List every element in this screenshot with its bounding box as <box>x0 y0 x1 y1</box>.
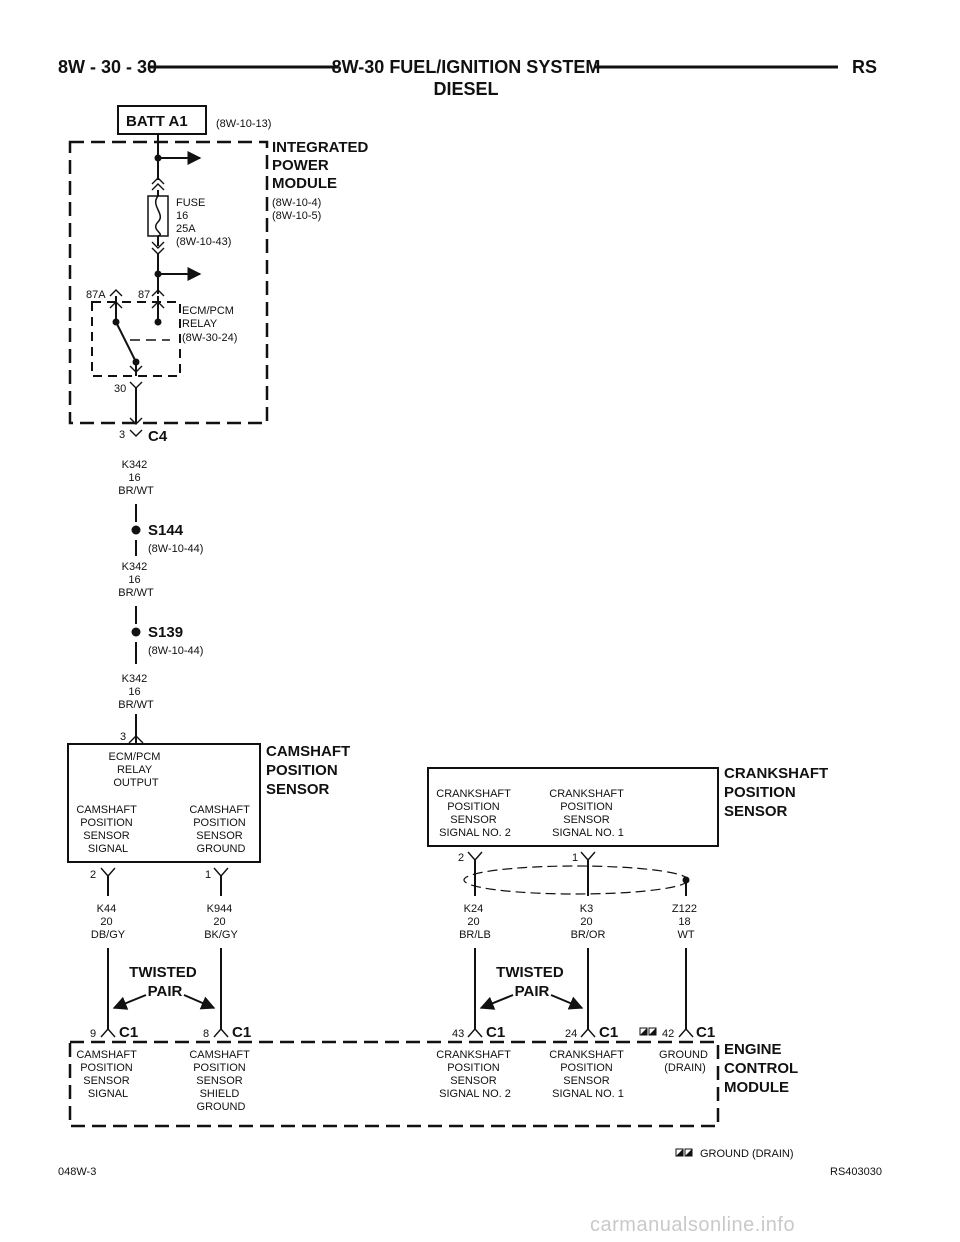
relay-outline <box>91 301 181 377</box>
twisted-pair-arrow-crank-left <box>479 994 514 1010</box>
ipm-outline <box>68 140 269 425</box>
twisted-pair-arrow-cam-right <box>183 994 216 1010</box>
cam-ground-label: CAMSHAFT POSITION SENSOR GROUND <box>189 804 252 855</box>
ipm-refs: (8W-10-4) (8W-10-5) <box>272 197 324 222</box>
c4-connector-pin <box>129 429 143 437</box>
ecm-pin-8 <box>213 1027 229 1038</box>
wire-k44-label: K44 20 DB/GY <box>91 903 126 941</box>
camshaft-sensor-box <box>67 743 261 863</box>
ground-drain-icon <box>639 1027 657 1036</box>
ecm-outline <box>68 1040 720 1128</box>
ecm-c1-label-3: C1 <box>486 1024 505 1041</box>
twisted-pair-arrow-crank-right <box>550 994 584 1010</box>
ecm-c1-label-4: C1 <box>599 1024 618 1041</box>
cam-top-pin-number: 3 <box>120 731 126 743</box>
crankshaft-sensor-name: CRANKSHAFT POSITION SENSOR <box>724 765 832 820</box>
fuse-in-pin <box>151 177 165 191</box>
legend-ground-drain-icon <box>675 1148 693 1157</box>
crank-sig2-label: CRANKSHAFT POSITION SENSOR SIGNAL NO. 2 <box>436 788 513 839</box>
crank-pin-2 <box>467 851 483 862</box>
cam-signal-label: CAMSHAFT POSITION SENSOR SIGNAL <box>76 804 139 855</box>
relay-pin-87a: 87A <box>86 289 106 301</box>
ipm-name: INTEGRATED POWER MODULE <box>272 139 373 192</box>
ecm-label-ground-drain: GROUND (DRAIN) <box>659 1049 711 1074</box>
page-title: 8W-30 FUEL/IGNITION SYSTEM <box>332 57 601 77</box>
relay-label: ECM/PCM RELAY (8W-30-24) <box>182 305 237 344</box>
batt-ref: (8W-10-13) <box>216 118 271 130</box>
watermark: carmanualsonline.info <box>590 1214 796 1236</box>
crankshaft-sensor-box <box>427 767 719 847</box>
cam-pin-1 <box>213 867 229 878</box>
ecm-name: ENGINE CONTROL MODULE <box>724 1041 802 1096</box>
batt-a1-box <box>117 105 207 135</box>
cam-relay-output-label: ECM/PCM RELAY OUTPUT <box>108 751 163 789</box>
splice-s139-ref: (8W-10-44) <box>148 645 203 657</box>
twisted-pair-arrow-cam-left <box>112 994 147 1010</box>
splice-s144-label: S144 <box>148 522 184 539</box>
wire-k342-label-1: K342 16 BR/WT <box>118 459 154 497</box>
footer-code-right: RS403030 <box>830 1166 882 1178</box>
cam-pin-2-number: 2 <box>90 869 96 881</box>
fuse-label: FUSE 16 25A (8W-10-43) <box>176 197 231 248</box>
wire-k944-label: K944 20 BK/GY <box>204 903 238 941</box>
ecm-label-cam-signal: CAMSHAFT POSITION SENSOR SIGNAL <box>76 1049 139 1100</box>
batt-a1-label: BATT A1 <box>126 113 188 130</box>
splice-s139-label: S139 <box>148 624 183 641</box>
page-number: 8W - 30 - 30 <box>58 57 157 77</box>
crank-pin-1-number: 1 <box>572 852 578 864</box>
splice-s144 <box>131 525 141 535</box>
camshaft-sensor-name: CAMSHAFT POSITION SENSOR <box>266 743 354 798</box>
cam-top-pin <box>128 735 144 744</box>
twisted-pair-label-crank: TWISTED PAIR <box>496 964 568 1000</box>
wire-z122-label: Z122 18 WT <box>672 903 700 941</box>
ecm-c1-label-1: C1 <box>119 1024 138 1041</box>
ecm-pin-43 <box>467 1027 483 1038</box>
splice-s144-ref: (8W-10-44) <box>148 543 203 555</box>
splice-s139 <box>131 627 141 637</box>
page-subtitle: DIESEL <box>433 79 498 99</box>
fuse-body <box>147 195 169 237</box>
relay-pin-87: 87 <box>138 289 150 301</box>
ecm-label-crank-sig2: CRANKSHAFT POSITION SENSOR SIGNAL NO. 2 <box>436 1049 513 1100</box>
ecm-pin-43-number: 43 <box>452 1028 464 1040</box>
ecm-pin-9-number: 9 <box>90 1028 96 1040</box>
model-code: RS <box>852 57 877 77</box>
ecm-c1-label-5: C1 <box>696 1024 715 1041</box>
ecm-label-crank-sig1: CRANKSHAFT POSITION SENSOR SIGNAL NO. 1 <box>549 1049 626 1100</box>
relay-contact-87 <box>154 318 162 326</box>
cam-pin-2 <box>100 867 116 878</box>
shield-ellipse <box>463 865 689 895</box>
c4-connector-label: C4 <box>148 428 168 445</box>
ecm-pin-42-number: 42 <box>662 1028 674 1040</box>
crank-pin-2-number: 2 <box>458 852 464 864</box>
wire-k342-label-3: K342 16 BR/WT <box>118 673 154 711</box>
ecm-label-cam-shield-ground: CAMSHAFT POSITION SENSOR SHIELD GROUND <box>189 1049 252 1113</box>
footer-code-left: 048W-3 <box>58 1166 96 1178</box>
wire-k342-label-2: K342 16 BR/WT <box>118 561 154 599</box>
cam-pin-1-number: 1 <box>205 869 211 881</box>
wire-k24-label: K24 20 BR/LB <box>459 903 491 941</box>
c4-pin-number: 3 <box>119 429 125 441</box>
ecm-pin-42 <box>678 1027 694 1038</box>
relay-pin-30: 30 <box>114 383 126 395</box>
twisted-pair-label-cam: TWISTED PAIR <box>129 964 201 1000</box>
ecm-pin-24-number: 24 <box>565 1028 577 1040</box>
legend-ground-drain-label: GROUND (DRAIN) <box>700 1148 794 1160</box>
ecm-pin-8-number: 8 <box>203 1028 209 1040</box>
crank-pin-1 <box>580 851 596 862</box>
relay-switch-arm <box>115 321 137 363</box>
ecm-c1-label-2: C1 <box>232 1024 251 1041</box>
fuse-element <box>155 195 161 237</box>
ecm-pin-24 <box>580 1027 596 1038</box>
crank-sig1-label: CRANKSHAFT POSITION SENSOR SIGNAL NO. 1 <box>549 788 626 839</box>
wire-k3-label: K3 20 BR/OR <box>571 903 606 941</box>
ecm-pin-9 <box>100 1027 116 1038</box>
